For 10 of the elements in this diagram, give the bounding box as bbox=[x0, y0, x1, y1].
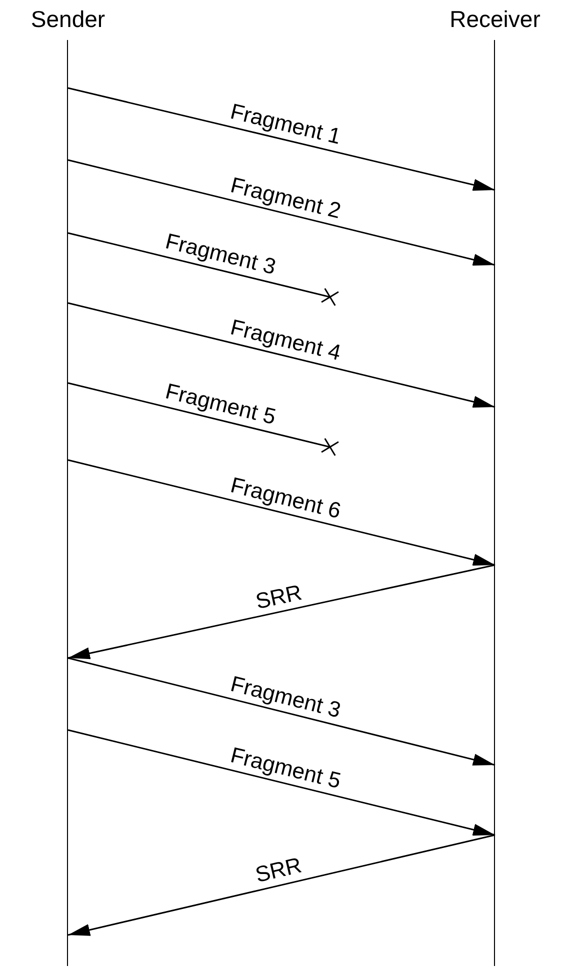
message-arrow bbox=[68, 302, 496, 408]
message-arrow bbox=[68, 729, 496, 836]
message-arrow bbox=[68, 87, 496, 191]
participant-label: Sender bbox=[30, 6, 106, 32]
message-arrow bbox=[68, 459, 496, 566]
message-arrow bbox=[68, 834, 496, 936]
message-arrow bbox=[68, 159, 496, 266]
participant-label: Receiver bbox=[450, 6, 540, 32]
message-arrow bbox=[68, 657, 496, 766]
message-arrow bbox=[68, 564, 496, 660]
